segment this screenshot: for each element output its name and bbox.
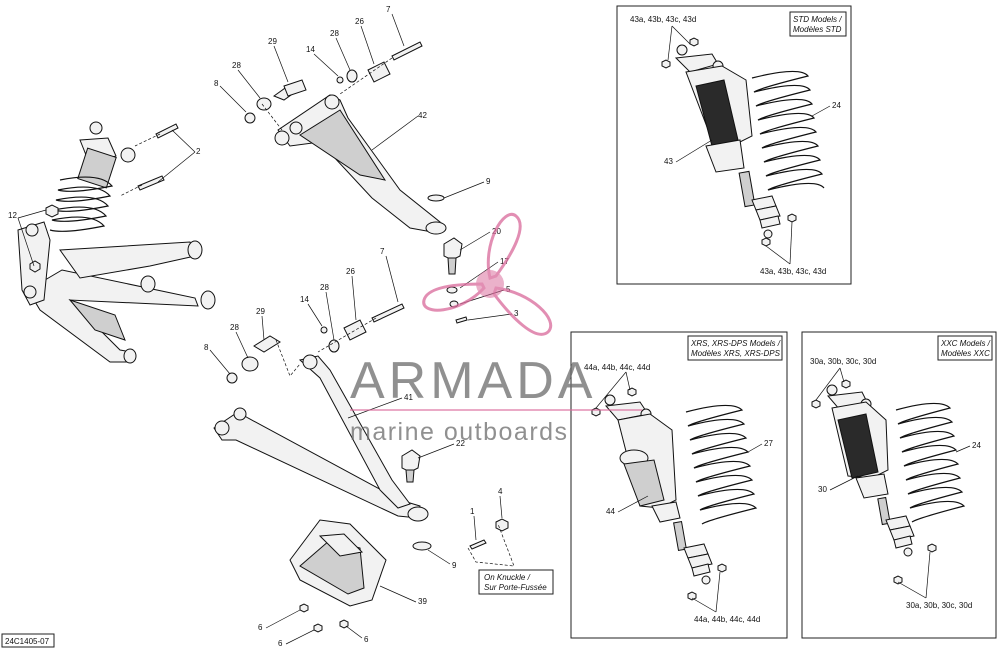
xxc-title-1: XXC Models / <box>940 339 991 348</box>
std-title-1: STD Models / <box>793 15 842 24</box>
callout-1: 1 <box>470 507 475 516</box>
xrs-shock-label: 44 <box>606 507 615 516</box>
upper-a-arm <box>244 41 468 324</box>
std-shock-absorber <box>661 37 797 247</box>
std-bottom-hardware-label: 43a, 43b, 43c, 43d <box>760 267 826 276</box>
xxc-bottom-hardware-label: 30a, 30b, 30c, 30d <box>906 601 972 610</box>
xxc-spring <box>895 402 966 523</box>
callout-6-b: 6 <box>278 639 283 648</box>
callout-26-upper: 26 <box>355 17 364 26</box>
callout-28-upper-a: 28 <box>232 61 241 70</box>
xxc-models-box <box>801 331 997 639</box>
xxc-shock-absorber <box>811 379 937 585</box>
callout-3: 3 <box>514 309 519 318</box>
callout-28-lower-b: 28 <box>230 323 239 332</box>
callout-39: 39 <box>418 597 427 606</box>
diagram-code-box <box>1 633 55 648</box>
std-models-box <box>616 5 852 285</box>
callout-4: 4 <box>498 487 503 496</box>
diagram-code: 24C1405-07 <box>5 637 50 646</box>
xxc-top-hardware-label: 30a, 30b, 30c, 30d <box>810 357 876 366</box>
assembled-suspension <box>17 121 216 364</box>
callout-42: 42 <box>418 111 427 120</box>
callout-29-upper: 29 <box>268 37 277 46</box>
std-title-box <box>789 11 847 37</box>
callout-28-lower-a: 28 <box>320 283 329 292</box>
std-shock-label: 43 <box>664 157 673 166</box>
callout-20: 20 <box>492 227 501 236</box>
callout-29-lower: 29 <box>256 307 265 316</box>
callout-9-lower: 9 <box>452 561 457 570</box>
xrs-bottom-hardware-label: 44a, 44b, 44c, 44d <box>694 615 760 624</box>
std-title-2: Modèles STD <box>793 25 842 34</box>
callout-41: 41 <box>404 393 413 402</box>
xrs-title-box <box>687 335 783 361</box>
callout-12: 12 <box>8 211 17 220</box>
callout-8-upper: 8 <box>214 79 219 88</box>
xrs-spring-label: 27 <box>764 439 773 448</box>
callout-28-upper-b: 28 <box>330 29 339 38</box>
callout-14-upper: 14 <box>306 45 315 54</box>
xrs-models-box <box>570 331 788 639</box>
callout-14-lower: 14 <box>300 295 309 304</box>
knuckle-note-line1: On Knuckle / <box>484 573 531 582</box>
armada-watermark: ARMADA marine outboards <box>350 212 642 446</box>
callout-7-lower: 7 <box>380 247 385 256</box>
callout-9-upper: 9 <box>486 177 491 186</box>
callout-8-lower: 8 <box>204 343 209 352</box>
xxc-shock-label: 30 <box>818 485 827 494</box>
xrs-top-hardware-label: 44a, 44b, 44c, 44d <box>584 363 650 372</box>
callout-26-lower: 26 <box>346 267 355 276</box>
callout-2: 2 <box>196 147 201 156</box>
callout-6-a: 6 <box>258 623 263 632</box>
watermark-brand: ARMADA <box>350 352 596 410</box>
xxc-spring-label: 24 <box>972 441 981 450</box>
knuckle-note-box <box>478 569 554 595</box>
xxc-title-box <box>937 335 993 361</box>
std-top-hardware-label: 43a, 43b, 43c, 43d <box>630 15 696 24</box>
xrs-title-1: XRS, XRS-DPS Models / <box>690 339 781 348</box>
callout-7-upper: 7 <box>386 5 391 14</box>
knuckle-note-line2: Sur Porte-Fussée <box>484 583 547 592</box>
lower-a-arm <box>213 303 515 633</box>
xxc-title-2: Modèles XXC <box>941 349 990 358</box>
std-spring <box>751 70 825 191</box>
callout-6-c: 6 <box>364 635 369 644</box>
std-spring-label: 24 <box>832 101 841 110</box>
watermark-tagline: marine outboards <box>350 418 569 446</box>
xrs-spring <box>685 404 758 525</box>
xrs-title-2: Modèles XRS, XRS-DPS <box>691 349 781 358</box>
propeller-logo <box>422 212 552 336</box>
callout-22: 22 <box>456 439 465 448</box>
